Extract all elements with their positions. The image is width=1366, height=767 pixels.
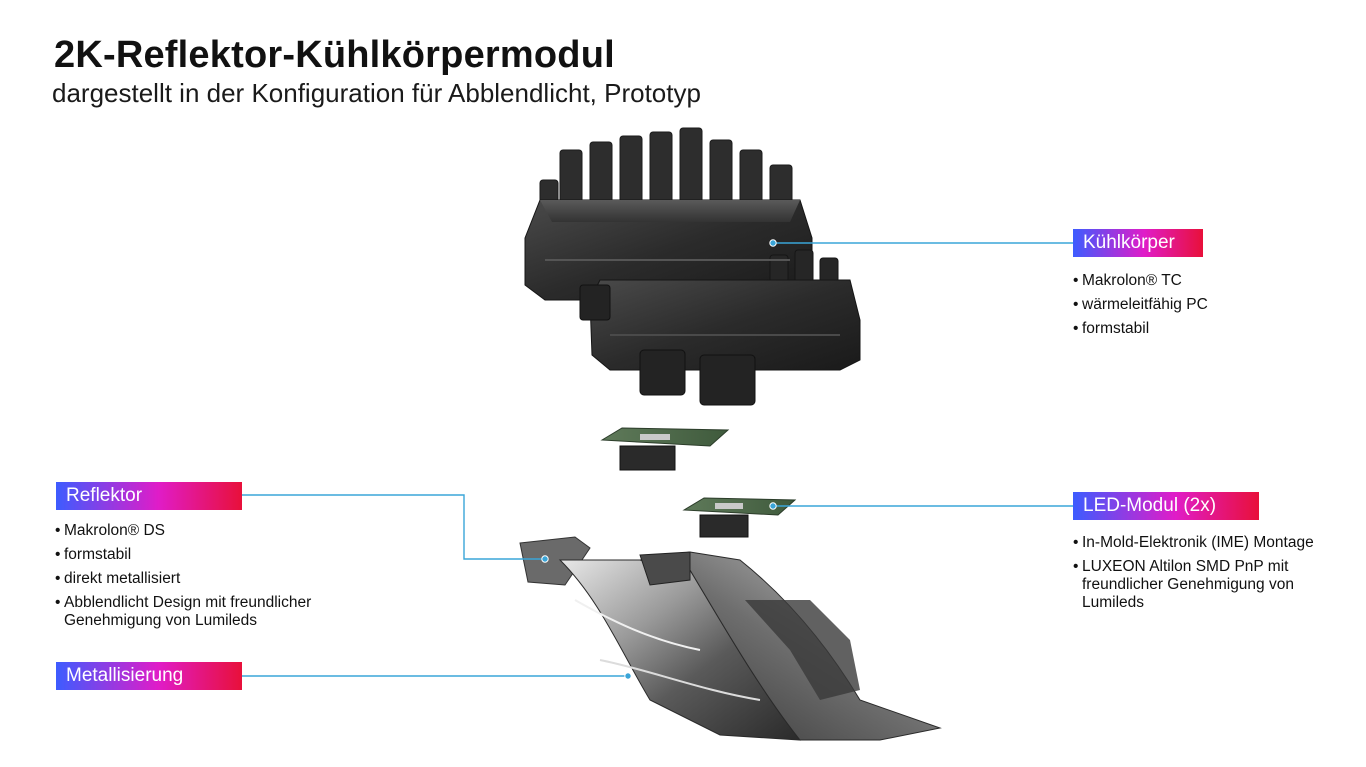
leader-dot-led-modul: [769, 502, 777, 510]
leader-dot-kuehlkoerper: [769, 239, 777, 247]
bullet-item: direkt metallisiert: [55, 570, 355, 588]
led-module-lower: [682, 497, 797, 538]
bullet-list-reflektor: Makrolon® DS formstabil direkt metallisi…: [55, 522, 355, 636]
heatsink: [524, 127, 861, 406]
bullet-item: formstabil: [55, 546, 355, 564]
bullet-item: wärmeleitfähig PC: [1073, 296, 1323, 314]
callout-tag-kuehlkoerper: Kühlkörper: [1073, 229, 1203, 257]
callout-tag-metallisierung: Metallisierung: [56, 662, 242, 690]
led-module-upper: [600, 427, 730, 471]
bullet-list-kuehlkoerper: Makrolon® TC wärmeleitfähig PC formstabi…: [1073, 272, 1323, 344]
leader-dots: [541, 239, 777, 680]
page-subtitle: dargestellt in der Konfiguration für Abb…: [52, 78, 701, 108]
bullet-item: formstabil: [1073, 320, 1323, 338]
leader-line-reflektor: [242, 494, 545, 560]
bullet-list-led-modul: In-Mold-Elektronik (IME) Montage LUXEON …: [1073, 534, 1353, 618]
callout-tag-reflektor: Reflektor: [56, 482, 242, 510]
bullet-item: Makrolon® TC: [1073, 272, 1323, 290]
callout-tag-led-modul: LED-Modul (2x): [1073, 492, 1259, 520]
page-title: 2K-Reflektor-Kühlkörpermodul: [54, 34, 615, 76]
leader-dot-metallisierung: [624, 672, 632, 680]
bullet-item: In-Mold-Elektronik (IME) Montage: [1073, 534, 1353, 552]
bullet-item: Abblendlicht Design mit freundlicher Gen…: [55, 594, 355, 630]
leader-dot-reflektor: [541, 555, 549, 563]
leader-lines: [242, 242, 1073, 677]
bullet-item: Makrolon® DS: [55, 522, 355, 540]
bullet-item: LUXEON Altilon SMD PnP mit freundlicher …: [1073, 558, 1353, 612]
reflector: [519, 536, 942, 741]
